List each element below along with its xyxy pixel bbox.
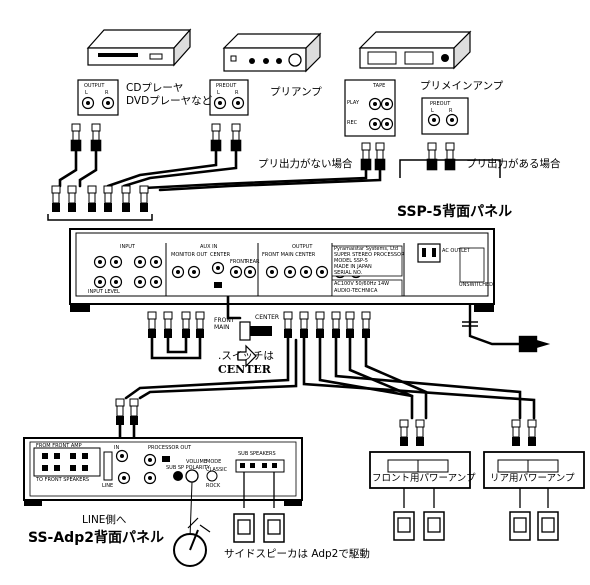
switch-note-line1: .スイッチは: [218, 350, 274, 362]
front-amp-label: フロント用パワーアンプ: [372, 473, 476, 484]
rear-power-amp: [483, 419, 585, 541]
cd-output-label: OUTPUT: [84, 83, 105, 89]
tape-note: プリ出力がない場合: [258, 158, 353, 170]
tape-label: TAPE: [373, 83, 386, 89]
cd-player-device: [86, 28, 192, 67]
adp2-in-label: IN: [114, 445, 120, 451]
volume-knob-callout: [173, 481, 211, 567]
premain-channel-l: L: [431, 108, 434, 114]
ssp5-input-label: INPUT: [120, 244, 135, 250]
ssp5-ac-outlet-label: AC OUTLET: [442, 248, 471, 254]
adp2-line-note: LINE側へ: [82, 514, 127, 526]
premain-channel-r: R: [449, 108, 453, 114]
ssp5-plate-line1: Pyramaistar Systems, Ltd: [334, 246, 399, 252]
cd-channel-l: L: [85, 90, 88, 96]
preamp-preout-label: PREOUT: [216, 83, 237, 89]
ssp5-input-level-label: INPUT LEVEL: [88, 289, 120, 295]
adp2-from-front-amp: FROM FRONT AMP: [36, 443, 82, 449]
ssp5-rear-panel: [69, 228, 495, 312]
switch-front-label: FRONT: [214, 317, 235, 324]
rear-amp-label: リア用パワーアンプ: [490, 473, 575, 484]
preamp-channel-r: R: [235, 90, 239, 96]
premain-preout-jacks: [421, 97, 469, 135]
adp2-volume-label: VOLUME: [186, 459, 207, 465]
front-power-amp: [369, 419, 471, 541]
preamp-preout-jacks: [209, 79, 249, 116]
adp2-processor-out: PROCESSOR OUT: [148, 445, 192, 451]
ssp5-title: SSP-5背面パネル: [397, 204, 513, 220]
premain-note: プリ出力がある場合: [466, 158, 561, 170]
ssp5-monitor-out-label: MONITOR OUT: [171, 252, 208, 258]
ssp5-brand: AUDIO-TECHNICA: [334, 288, 378, 294]
tape-play-label: PLAY: [347, 100, 360, 106]
ssp5-power-rating: AC100V 50/60Hz 14W: [334, 281, 390, 287]
ssp5-plate-line3: MODEL SSP-5: [334, 258, 368, 264]
adp2-mode-label: MODE: [206, 459, 222, 465]
ssp5-output-label: OUTPUT: [292, 244, 313, 250]
cd-channel-r: R: [105, 90, 109, 96]
preamp-device: [222, 32, 322, 73]
ssp5-rear-label: REAR: [246, 259, 260, 265]
switch-center-label: CENTER: [255, 314, 280, 321]
preamp-channel-l: L: [217, 90, 220, 96]
ssp5-center-label: CENTER: [210, 252, 231, 258]
ssp5-plate-line5: SERIAL NO.: [334, 270, 363, 276]
adp2-classic-label: CLASSIC: [206, 467, 228, 473]
cd-caption-line2: DVDプレーヤなど: [126, 95, 213, 107]
preamp-caption: プリアンプ: [270, 86, 322, 98]
ssp5-unswitched-label: UNSWITCHED: [459, 282, 494, 288]
adp2-rear-panel: [23, 437, 303, 506]
adp2-sub-speakers: SUB SPEAKERS: [238, 451, 276, 457]
adp2-to-front-speakers: TO FRONT SPEAKERS: [36, 477, 90, 483]
ssp5-plate-line4: MADE IN JAPAN: [334, 264, 372, 270]
ssp5-aux-in-label: AUX IN: [200, 244, 218, 250]
input-plug-bundle: [47, 185, 153, 221]
ssp5-output-cables: [124, 295, 536, 420]
adp2-sub-sp-polarity: SUB SP POLARITY: [166, 465, 210, 471]
side-speakers: [233, 472, 285, 543]
cd-output-jacks: [77, 79, 119, 116]
premain-title: プリメインアンプ: [420, 80, 504, 92]
top-cables: [58, 122, 456, 192]
cd-caption-line1: CDプレーヤ: [126, 82, 184, 94]
switch-note-line2: CENTER: [218, 363, 271, 376]
switch-callout: [237, 321, 272, 368]
adp2-rock-label: ROCK: [206, 483, 221, 489]
switch-main-label: MAIN: [214, 324, 230, 331]
ssp5-front-label: FRONT: [230, 259, 248, 265]
adp2-title: SS-Adp2背面パネル: [28, 530, 164, 546]
tape-jacks-panel: [344, 79, 396, 137]
adp2-side-note: サイドスピーカは Adp2で駆動: [224, 548, 370, 560]
tape-deck-device: [358, 30, 472, 70]
ssp5-plate-line2: SUPER STEREO PROCESSOR: [334, 252, 405, 258]
power-cord: [462, 304, 551, 353]
adp2-line-label: LINE: [102, 483, 114, 489]
tape-rec-label: REC: [347, 120, 358, 126]
ssp5-front-main-center-label: FRONT MAIN CENTER: [262, 252, 316, 258]
premain-preout-label: PREOUT: [430, 101, 451, 107]
